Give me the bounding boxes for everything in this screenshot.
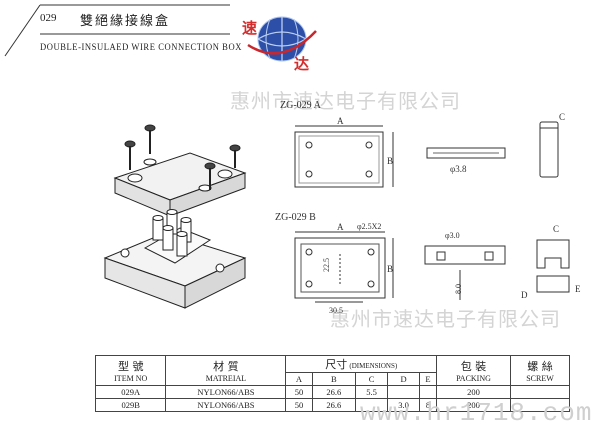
watermark-company-top: 惠州市速达电子有限公司	[230, 89, 461, 113]
dim-30-5: 30.5	[329, 306, 343, 315]
product-code: 029	[40, 12, 57, 24]
dim-a-label: A	[337, 116, 344, 126]
dim-c-label: C	[559, 112, 565, 122]
product-title-cn: 雙絕緣接線盒	[80, 14, 171, 29]
table-row: 029A NYLON66/ABS 50 26.6 5.5 200	[94, 385, 571, 399]
dim-b-c-label: C	[553, 224, 559, 234]
dim-phi-hole: φ2.5X2	[357, 222, 381, 231]
model-label-b: ZG-029 B	[275, 212, 316, 223]
th-dim-d: D	[387, 372, 420, 386]
dim-8-0: 8.0	[454, 284, 463, 294]
drawing-029b: A φ2.5X2 22.5 30.5 B φ3.0 8.0 C E D	[294, 222, 581, 315]
dim-b-a-label: A	[337, 222, 344, 232]
model-label-a: ZG-029 A	[280, 100, 321, 111]
drawing-029a: A B φ3.8 C	[294, 112, 565, 188]
company-logo: 速 达	[242, 5, 317, 75]
dim-b-label: B	[387, 156, 393, 166]
watermark-site: www.hr1718.com	[360, 398, 593, 428]
watermark-company-bottom: 惠州市速达电子有限公司	[330, 307, 561, 331]
isometric-box-drawing	[103, 124, 247, 309]
header-decoration	[4, 4, 230, 57]
screw-icon	[124, 124, 241, 190]
product-title-en: DOUBLE-INSULAED WIRE CONNECTION BOX	[40, 42, 242, 52]
th-dim-a: A	[285, 372, 313, 386]
table-row: 029B NYLON66/ABS 50 26.6 3.0 8 200	[94, 398, 571, 412]
dim-b-d-label: D	[521, 290, 528, 300]
dim-phi-a: φ3.8	[450, 164, 467, 174]
dim-b-b-label: B	[387, 264, 393, 274]
dim-b-e-label: E	[575, 284, 581, 294]
th-dim-b: B	[311, 372, 357, 386]
dim-phi-3: φ3.0	[445, 231, 460, 240]
logo-char-bottom: 达	[294, 55, 310, 73]
th-dim-c: C	[355, 372, 389, 386]
logo-char-top: 速	[242, 19, 258, 37]
dim-22-5: 22.5	[322, 258, 331, 272]
th-dimensions: 尺寸 (DIMENSIONS)	[285, 355, 438, 373]
th-dim-e: E	[418, 372, 438, 386]
